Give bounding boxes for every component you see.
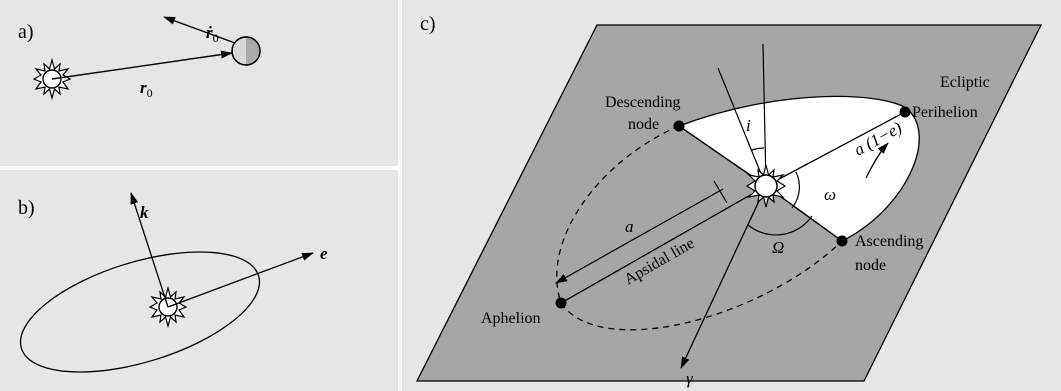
semi-major-label: a — [625, 217, 634, 236]
ascending-node-dot — [836, 235, 848, 247]
k-label: k — [140, 203, 149, 222]
node-longitude-arc — [747, 215, 813, 236]
perihelion-label: Perihelion — [912, 104, 978, 121]
motion-arrow — [865, 142, 889, 179]
orbit-ellipse-b — [19, 251, 261, 373]
semi-major-arrow — [555, 188, 724, 284]
panel-a: a) r0 ṙ0 — [18, 16, 261, 101]
e-vector — [167, 252, 314, 308]
planet-icon-a — [231, 36, 261, 66]
apsidal-line — [560, 185, 767, 304]
vernal-equinox-vector — [680, 185, 767, 369]
r0-label: r0 — [140, 78, 153, 100]
perihelion-dot — [899, 106, 911, 118]
vernal-equinox-label: γ — [686, 369, 694, 388]
ascending-node-label-2: node — [855, 257, 886, 274]
inclination-arc — [751, 147, 765, 151]
panel-b: b) k e — [18, 192, 328, 373]
omega-arc — [791, 171, 800, 209]
k-vector — [130, 192, 169, 308]
aphelion-label: Aphelion — [481, 310, 541, 327]
panel-c-label: c) — [420, 13, 436, 35]
ascending-node-label-1: Ascending — [855, 233, 923, 250]
ecliptic-label: Ecliptic — [940, 74, 990, 91]
orbit-normal-line — [717, 67, 767, 187]
e-label: e — [320, 244, 328, 263]
position-vector-r0 — [51, 50, 233, 80]
inclination-label: i — [746, 116, 751, 135]
descending-node-label-1: Descending — [605, 94, 681, 111]
node-longitude-label: Ω — [772, 238, 784, 257]
sun-icon-c — [745, 164, 787, 208]
descending-node-dot — [673, 120, 685, 132]
velocity-vector-r0dot — [163, 16, 236, 44]
semi-major-tick — [713, 180, 728, 204]
panel-b-label: b) — [18, 197, 35, 219]
perihelion-line — [765, 111, 906, 187]
r0dot-label: ṙ0 — [206, 23, 219, 45]
panel-a-label: a) — [18, 21, 34, 43]
arg-perihelion-label: ω — [824, 185, 836, 204]
descending-node-label-2: node — [628, 116, 659, 133]
aphelion-dot — [555, 297, 567, 309]
orbit-lower-half — [556, 125, 843, 331]
panel-c: c) Ecliptic De — [415, 13, 1043, 388]
normal-line — [762, 43, 767, 187]
